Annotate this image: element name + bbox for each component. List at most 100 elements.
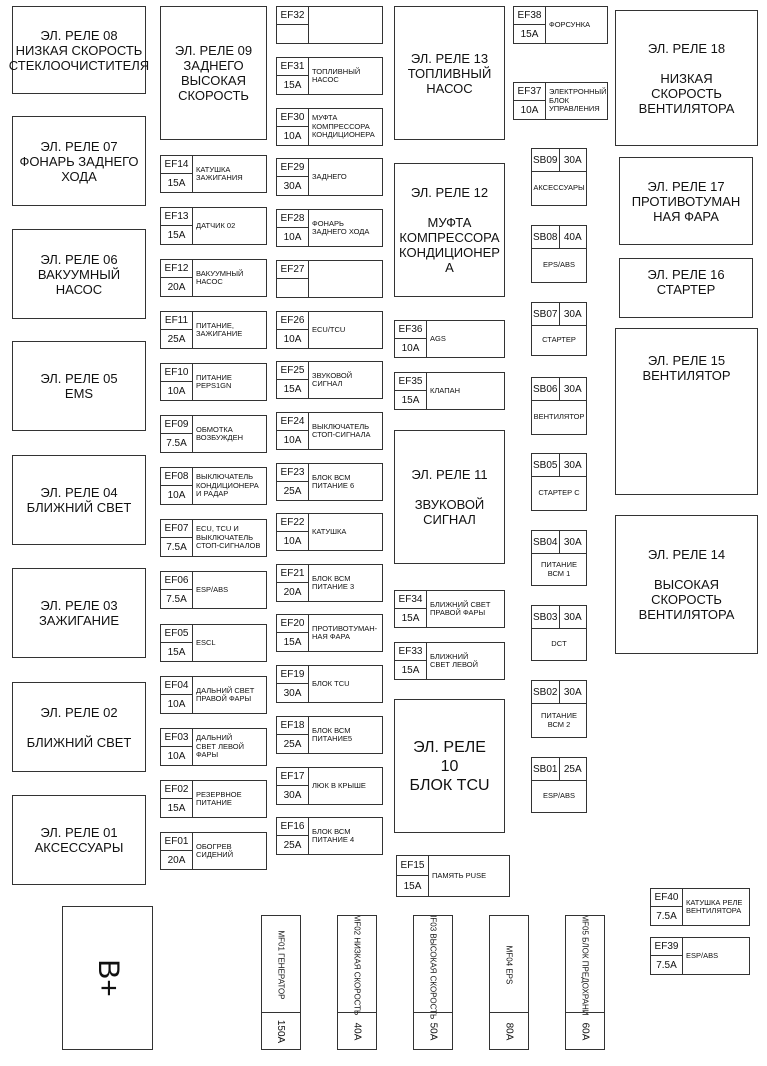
fuse-rating: 15A [161,643,193,661]
fuse-description: ПИТАНИЕ, ЗАЖИГАНИЕ [196,320,243,338]
fuse-description: AGS [430,333,446,343]
relay-05: ЭЛ. РЕЛЕ 05 EMS [12,341,146,431]
fuse-id: EF37 [514,83,546,101]
fuse-description: ЭЛЕКТРОННЫЙ БЛОК УПРАВЛЕНИЯ [549,87,607,114]
relay-03: ЭЛ. РЕЛЕ 03 ЗАЖИГАНИЕ [12,568,146,658]
fuse-rating: 20A [161,278,193,296]
fuse-rating: 7.5A [651,956,683,974]
fuse-id: EF31 [277,58,309,76]
fuse-rating: 10A [161,486,193,504]
fuse-description: ЗВУКОВОЙ СИГНАЛ [312,370,353,388]
fuse-description: БЛОК TCU [312,678,350,688]
fuse-rating: 30A [563,536,582,548]
fuse-rating: 25A [277,836,309,854]
fuse-description: СТАРТЕР [542,335,576,345]
fuse-rating: 30A [277,177,309,195]
fuse-id: EF36 [395,321,427,339]
fuse-rating: 20A [277,583,309,601]
fuse-id: SB01 [532,758,560,780]
fuse-description: ВЫКЛЮЧАТЕЛЬ СТОП-СИГНАЛА [312,421,371,439]
fuse-id: EF07 [161,520,193,538]
fuse-description: БЛОК ВСМ ПИТАНИЕ5 [312,725,353,743]
fuse-rating: 10A [161,382,193,400]
fuse-id: EF39 [651,938,683,956]
fuse-description: РЕЗЕРВНОЕ ПИТАНИЕ [196,789,242,807]
relay-12: ЭЛ. РЕЛЕ 12 МУФТА КОМПРЕССОРА КОНДИЦИОНЕ… [394,163,505,297]
fuse-rating: 30A [563,154,582,166]
fuse-rating: 25A [161,330,193,348]
fuse-id: EF26 [277,312,309,330]
fuse-description [309,7,382,43]
fuse-id: EF11 [161,312,193,330]
fuse-rating: 10A [277,532,309,550]
fuse-id: EF20 [277,615,309,633]
fuse-id: EF15 [397,856,429,876]
relay-06: ЭЛ. РЕЛЕ 06 ВАКУУМНЫЙ НАСОС [12,229,146,319]
fuse-rating: 30A [563,459,582,471]
fuse-rating: 80A [503,1022,515,1040]
fuse-id: EF25 [277,362,309,380]
relay-08: ЭЛ. РЕЛЕ 08 НИЗКАЯ СКОРОСТЬ СТЕКЛООЧИСТИ… [9,6,149,94]
fuse-id: EF35 [395,373,427,391]
fuse-rating: 30A [563,686,582,698]
fuse-description: ДАТЧИК 02 [196,220,236,230]
fuse-description: БЛИЖНИЙ СВЕТ ЛЕВОЙ [430,651,478,669]
fuse-rating: 10A [277,228,309,246]
fuse-id: EF34 [395,591,427,609]
fuse-rating: 40A [351,1022,363,1040]
fuse-id: EF28 [277,210,309,228]
fuse-description: MF03 ВЫСОКАЯ СКОРОСТЬ [428,915,438,1019]
fuse-rating: 30A [277,786,309,804]
fuse-id: EF22 [277,514,309,532]
fuse-id: EF18 [277,717,309,735]
fuse-description: ECU/TCU [312,324,346,334]
fuse-id: EF03 [161,729,193,747]
relay-15: ЭЛ. РЕЛЕ 15 ВЕНТИЛЯТОР [615,328,758,495]
fuse-description: ПИТАНИЕ ВСМ 1 [541,560,577,578]
fuse-id: SB04 [532,531,560,553]
relay-14: ЭЛ. РЕЛЕ 14 ВЫСОКАЯ СКОРОСТЬ ВЕНТИЛЯТОРА [615,515,758,654]
fuse-description: АКСЕССУАРЫ [533,183,585,193]
fuse-id: EF13 [161,208,193,226]
fuse-id: EF33 [395,643,427,661]
relay-13: ЭЛ. РЕЛЕ 13 ТОПЛИВНЫЙ НАСОС [394,6,505,140]
fuse-description: DCT [551,639,567,649]
fuse-description: КАТУШКА ЗАЖИГАНИЯ [196,164,243,182]
fuse-description: ESP/ABS [542,791,576,801]
fuse-rating: 50A [427,1022,439,1040]
fuse-description: MF02 НИЗКАЯ СКОРОСТЬ [352,915,362,1015]
fuse-rating: 10A [161,747,193,765]
fuse-description: MF05 БЛОК ПРЕДОХРАНИ [580,915,590,1015]
fuse-rating [277,25,309,43]
fuse-description: ПАМЯТЬ PUSE [432,870,487,880]
relay-02: ЭЛ. РЕЛЕ 02 БЛИЖНИЙ СВЕТ [12,682,146,772]
fuse-rating: 7.5A [651,907,683,925]
fuse-id: EF05 [161,625,193,643]
fuse-id: EF14 [161,156,193,174]
fuse-rating: 7.5A [161,590,193,608]
fuse-rating: 15A [161,799,193,817]
